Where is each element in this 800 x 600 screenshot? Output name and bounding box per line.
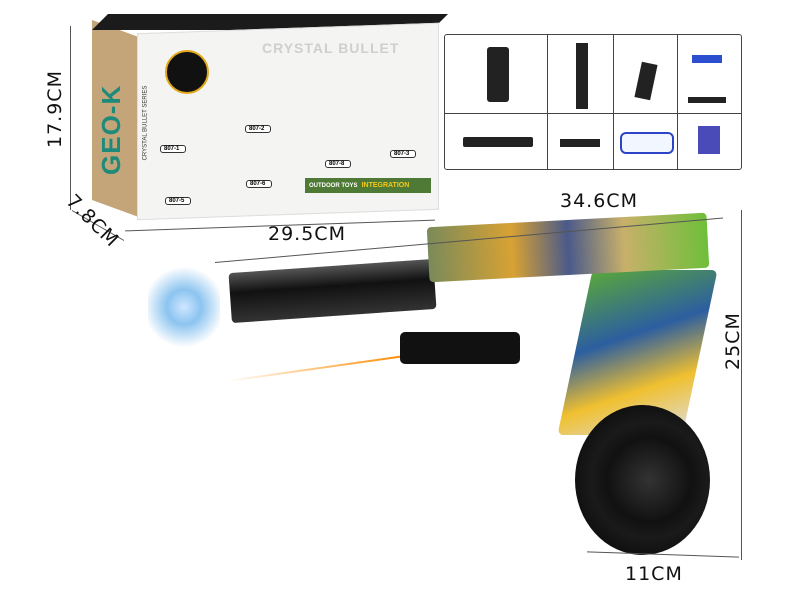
ribbon-right-text: INTEGRATION [361,182,410,189]
laser-beam [226,355,406,383]
drum-magazine [445,35,548,114]
gun-laser-sight [400,332,520,364]
variant-label: 807-8 [325,160,352,168]
ribbon-left-text: OUTDOOR TOYS [309,182,358,189]
box-ribbon: OUTDOOR TOYS INTEGRATION [305,178,431,193]
accessories-grid [444,34,742,170]
variant-label: 807-5 [165,197,192,205]
gun-height-label: 25CM [722,312,744,370]
variant-label: 807-1 [160,145,187,153]
short-magazine [614,35,678,114]
gun-drum-magazine [575,405,710,555]
variant-label: 807-6 [246,180,273,188]
gun-silencer [228,258,437,324]
silencer [445,114,548,169]
water-splash [148,262,220,352]
brand-logo: GEO-K [96,84,126,175]
drum-width-line [587,551,739,558]
height-dimension-line [70,26,71,210]
stick-magazine [548,35,614,114]
laser-sight [548,114,614,169]
variant-label: 807-2 [245,125,272,133]
variant-label: 807-3 [390,150,417,158]
series-label: CRYSTAL BULLET SERIES [142,85,149,161]
safety-badge [165,50,209,94]
gun-length-label: 34.6CM [560,190,638,212]
battery-charger [678,35,741,114]
box-height-label: 17.9CM [44,70,66,148]
safety-goggles [614,114,678,169]
gel-beads [678,114,741,169]
drum-width-label: 11CM [625,563,683,585]
box-width-label: 29.5CM [268,223,346,245]
box-title: CRYSTAL BULLET [262,40,400,56]
gun-height-line [741,210,742,560]
